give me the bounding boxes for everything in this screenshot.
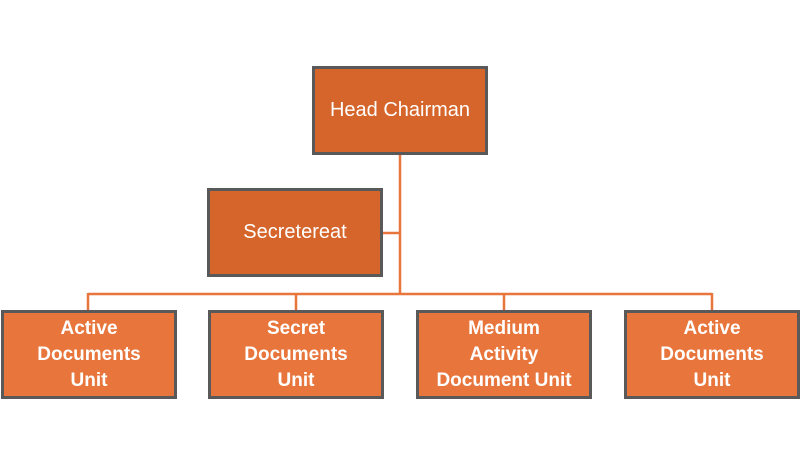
unit-box-active-documents-1: Active Documents Unit	[1, 310, 177, 399]
secretariat-box: Secretereat	[207, 188, 383, 277]
unit-label: Secret Documents Unit	[244, 317, 348, 391]
head-chairman-box: Head Chairman	[312, 66, 488, 155]
secretariat-label: Secretereat	[243, 221, 347, 243]
unit-box-active-documents-2: Active Documents Unit	[624, 310, 800, 399]
unit-label: Active Documents Unit	[37, 317, 141, 391]
unit-label: Medium Activity Document Unit	[436, 317, 572, 391]
unit-box-medium-activity: Medium Activity Document Unit	[416, 310, 592, 399]
unit-box-secret-documents: Secret Documents Unit	[208, 310, 384, 399]
head-chairman-label: Head Chairman	[329, 99, 471, 121]
unit-label: Active Documents Unit	[660, 317, 764, 391]
